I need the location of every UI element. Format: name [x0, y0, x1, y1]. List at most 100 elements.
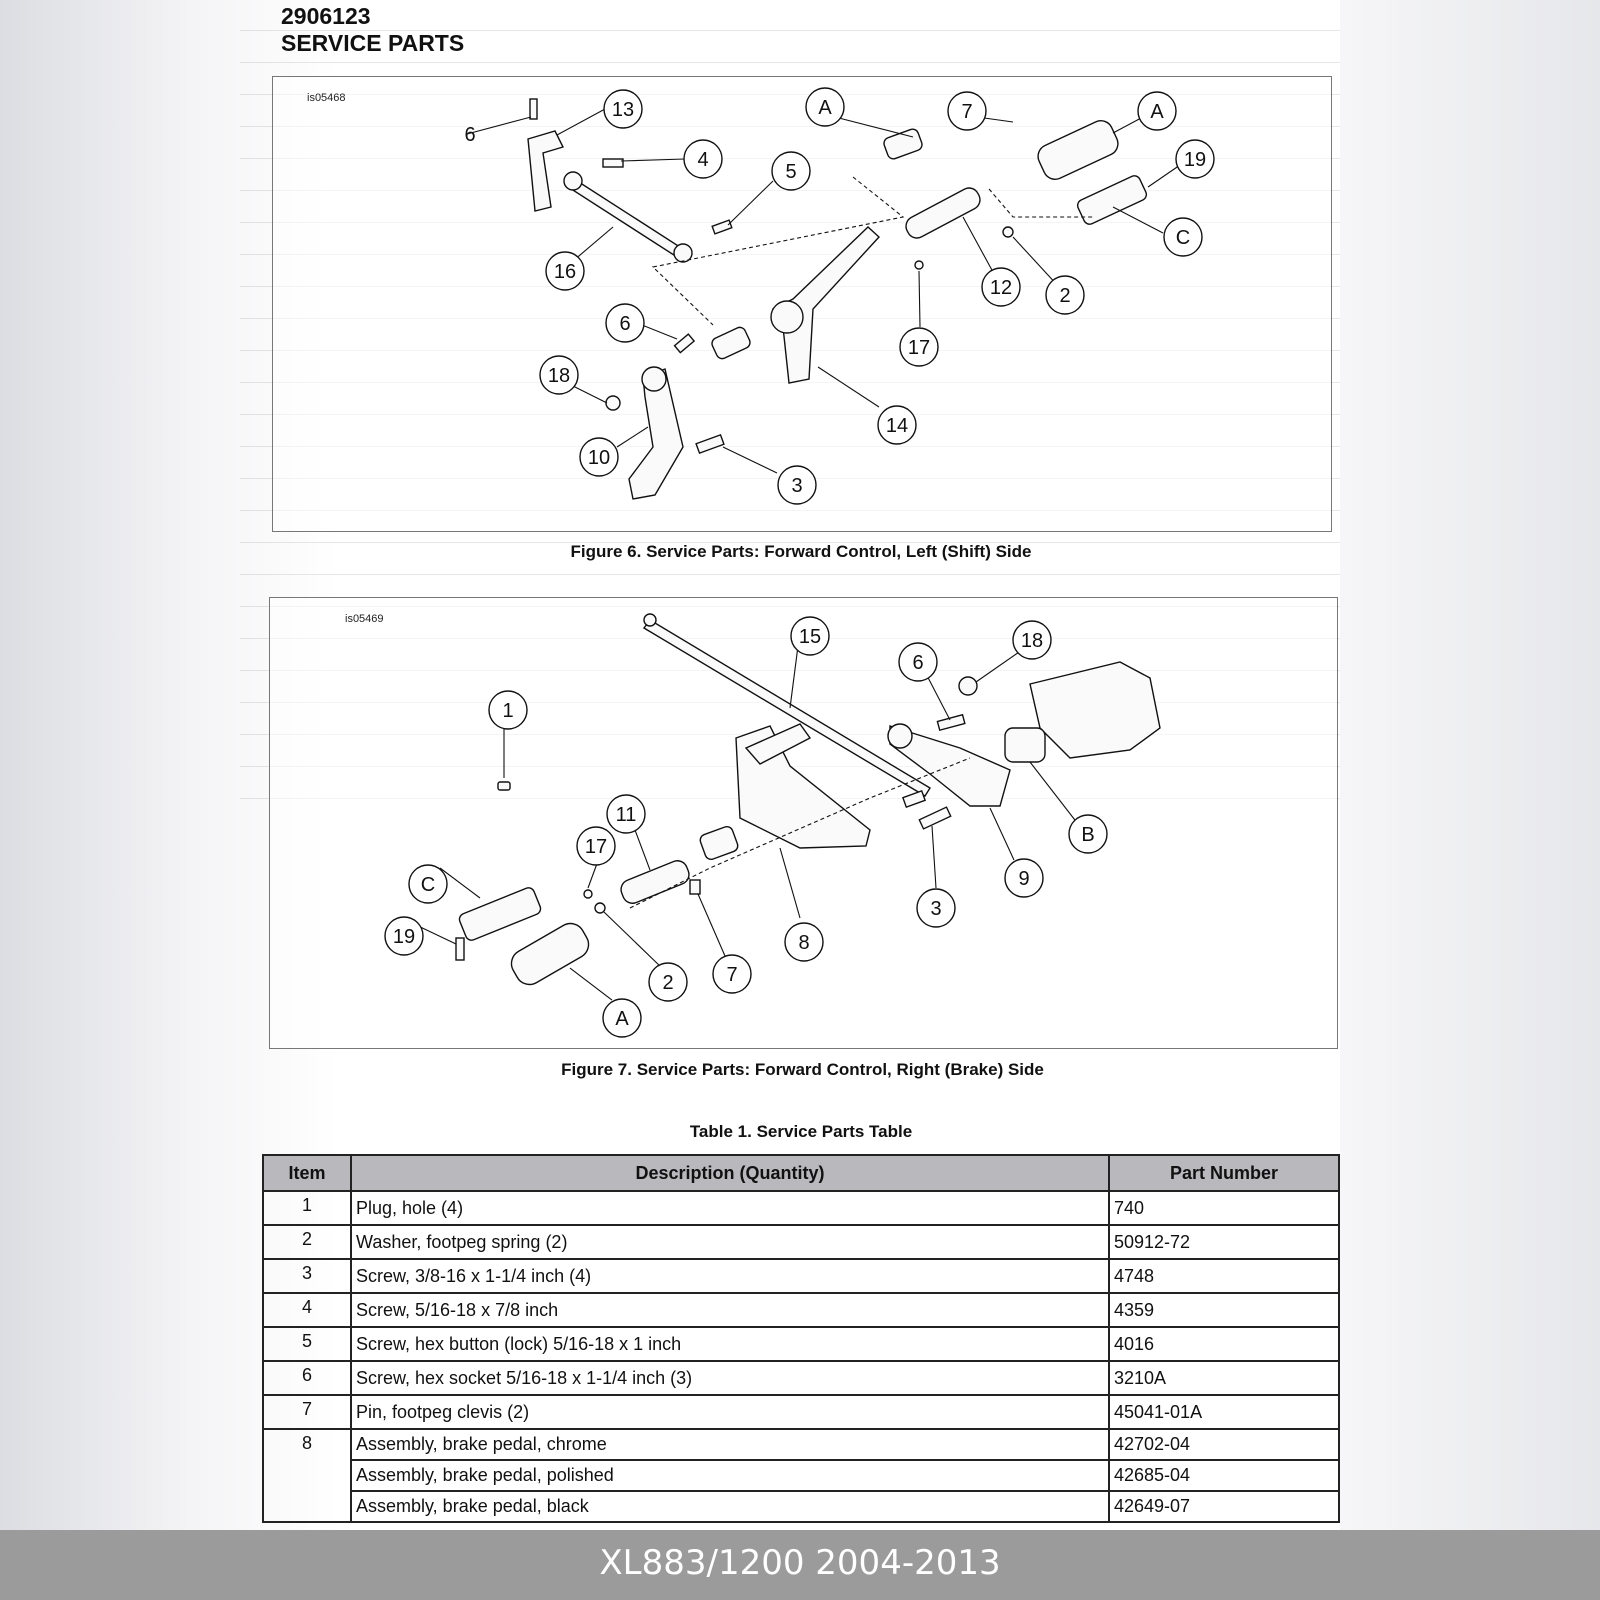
- cell-description: Screw, 3/8-16 x 1-1/4 inch (4): [350, 1258, 1110, 1294]
- svg-text:4: 4: [697, 149, 708, 171]
- table-row: 6 Screw, hex socket 5/16-18 x 1-1/4 inch…: [262, 1360, 1340, 1396]
- svg-text:7: 7: [726, 964, 737, 986]
- screw-right-b-part: [901, 789, 927, 809]
- svg-text:A: A: [615, 1008, 629, 1030]
- figure-6-callout-3: 3: [777, 465, 817, 505]
- table-row: 8 Assembly, brake pedal, chrome 42702-04: [262, 1428, 1340, 1523]
- figure-7-callout-8: 8: [784, 922, 824, 962]
- brake-pedal-pad-part: [744, 723, 812, 765]
- figure-6-exploded-view: 13 6 4 5 A 7 A 19 C 16 12 2 17 6 18 14 1…: [464, 87, 1215, 505]
- figure-7-exploded-view: 15 18 6 1 B 11 17 C 9 3 19 8 2 7 A: [384, 613, 1161, 1038]
- table-row: 1 Plug, hole (4) 740: [262, 1190, 1340, 1226]
- support-hub-part: [641, 366, 667, 392]
- cell-item: 4: [262, 1292, 352, 1328]
- ring-18-part: [605, 395, 621, 411]
- cell-description: Washer, footpeg spring (2): [350, 1224, 1110, 1260]
- cell-description: Screw, hex socket 5/16-18 x 1-1/4 inch (…: [350, 1360, 1110, 1396]
- cell-description: Screw, 5/16-18 x 7/8 inch: [350, 1292, 1110, 1328]
- figure-6-callout-7: 7: [947, 91, 987, 131]
- svg-text:2: 2: [1059, 285, 1070, 307]
- svg-text:17: 17: [908, 337, 930, 359]
- figure-6-callout-17: 17: [899, 327, 939, 367]
- footpeg-support-part: [628, 368, 684, 500]
- brake-rod-end-part: [643, 613, 657, 627]
- table-header-row: Item Description (Quantity) Part Number: [262, 1154, 1340, 1192]
- svg-text:A: A: [818, 97, 832, 119]
- footpeg-a-part: [1037, 120, 1119, 180]
- footpeg-mount-right-part: [620, 860, 690, 904]
- rod-end-left-part: [563, 171, 583, 191]
- shift-peg-part: [883, 128, 923, 160]
- svg-text:2: 2: [662, 972, 673, 994]
- page-edge-shadow: [1340, 0, 1600, 1530]
- cell-description: Screw, hex button (lock) 5/16-18 x 1 inc…: [350, 1326, 1110, 1362]
- cell-item: 3: [262, 1258, 352, 1294]
- screw-3-part: [695, 433, 725, 455]
- figure-7-callout-b: B: [1068, 814, 1108, 854]
- figure-6-callout-12: 12: [981, 267, 1021, 307]
- cell-description: Pin, footpeg clevis (2): [350, 1394, 1110, 1430]
- screw-6-top-part: [529, 98, 538, 120]
- figure-6-image-id: is05468: [307, 92, 346, 104]
- cell-item: 5: [262, 1326, 352, 1362]
- figure-6-callout-6b: 6: [605, 303, 645, 343]
- svg-text:19: 19: [393, 926, 415, 948]
- figure-6-callout-16: 16: [545, 251, 585, 291]
- service-parts-table: Item Description (Quantity) Part Number …: [262, 1154, 1340, 1523]
- screw-6-right-part: [936, 713, 966, 732]
- svg-text:11: 11: [616, 804, 637, 826]
- figure-6-callout-10: 10: [579, 437, 619, 477]
- cell-part-number: 4016: [1108, 1326, 1340, 1362]
- svg-text:15: 15: [799, 626, 821, 648]
- cell-item: 2: [262, 1224, 352, 1260]
- svg-text:12: 12: [990, 277, 1012, 299]
- svg-text:1: 1: [502, 700, 513, 722]
- figure-6-callout-a2: A: [1137, 91, 1177, 131]
- washer-2-part: [1002, 226, 1014, 238]
- cover-b-part: [1029, 661, 1161, 759]
- clevis-part: [1004, 727, 1046, 763]
- figure-7-callout-1: 1: [488, 690, 528, 730]
- cell-item: 8: [262, 1428, 352, 1523]
- svg-text:6: 6: [619, 313, 630, 335]
- screw-3-right-part: [918, 806, 952, 830]
- header-item: Item: [262, 1154, 352, 1192]
- svg-text:5: 5: [785, 161, 796, 183]
- table-row: Assembly, brake pedal, black 42649-07: [263, 1490, 1340, 1523]
- svg-text:13: 13: [612, 99, 634, 121]
- ring-18-right-part: [958, 676, 978, 696]
- footpeg-c-right-part: [458, 887, 542, 941]
- table-row: 5 Screw, hex button (lock) 5/16-18 x 1 i…: [262, 1326, 1340, 1362]
- figure-7-callout-2: 2: [648, 962, 688, 1002]
- screw-19-part: [455, 937, 465, 961]
- svg-text:14: 14: [886, 415, 908, 437]
- figure-7-callout-18: 18: [1012, 620, 1052, 660]
- section-heading: SERVICE PARTS: [281, 30, 465, 56]
- shift-rod-part: [563, 176, 685, 258]
- assembly-line-b: [988, 188, 1093, 218]
- document-number: 2906123: [281, 3, 371, 29]
- support-hub-right-part: [887, 723, 913, 749]
- plug-1-part: [497, 781, 511, 791]
- figure-6-callout-4: 4: [683, 139, 723, 179]
- cell-part-number: 42702-04: [1108, 1428, 1340, 1461]
- table-row: 4 Screw, 5/16-18 x 7/8 inch 4359: [262, 1292, 1340, 1328]
- figure-7-callout-19: 19: [384, 916, 424, 956]
- svg-text:C: C: [421, 874, 435, 896]
- figure-7-callout-a: A: [602, 998, 642, 1038]
- svg-text:7: 7: [961, 101, 972, 123]
- svg-text:9: 9: [1018, 868, 1029, 890]
- cell-part-number: 42649-07: [1108, 1490, 1340, 1523]
- figure-6-callout-14: 14: [877, 405, 917, 445]
- figure-6-diagram: is05468: [272, 76, 1332, 532]
- svg-text:A: A: [1150, 101, 1164, 123]
- figure-6-caption: Figure 6. Service Parts: Forward Control…: [570, 542, 1032, 561]
- cell-part-number: 3210A: [1108, 1360, 1340, 1396]
- svg-text:3: 3: [930, 898, 941, 920]
- svg-text:C: C: [1176, 227, 1190, 249]
- figure-7-callout-3: 3: [916, 888, 956, 928]
- cell-part-number: 42685-04: [1108, 1459, 1340, 1492]
- table-row: 7 Pin, footpeg clevis (2) 45041-01A: [262, 1394, 1340, 1430]
- svg-text:8: 8: [798, 932, 809, 954]
- footpeg-mount-part: [905, 187, 981, 239]
